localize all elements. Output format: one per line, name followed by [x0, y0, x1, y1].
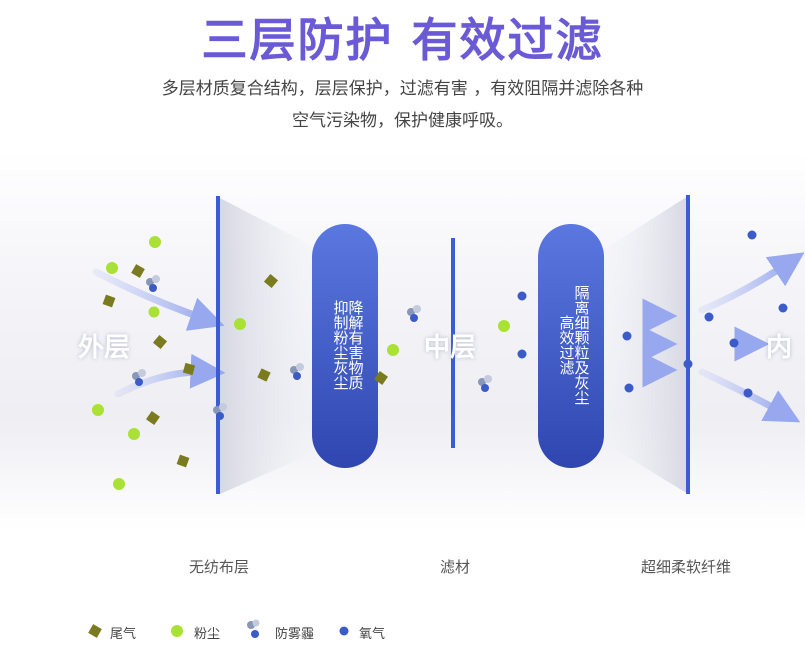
inner-zone-label: 内: [766, 333, 793, 363]
legend-dust-label: 粉尘: [194, 626, 221, 642]
description-line-1: 多层材质复合结构，层层保护，过滤有害 ，有效阻隔并滤除各种: [161, 79, 644, 99]
legend-oxygen-symbol: [339, 626, 349, 636]
fiber-layer-label: 超细柔软纤维: [640, 558, 732, 576]
legend-haze-symbol: [247, 619, 260, 638]
inner-filter-line: [686, 195, 690, 494]
page-title: 三层防护 有效过滤: [201, 13, 604, 67]
right-capsule: [538, 224, 604, 468]
legend-haze: 防雾霾: [275, 623, 315, 642]
oxygen-particles: [517, 230, 788, 398]
outer-zone-label: 外层: [78, 333, 131, 363]
legend-oxygen: 氧气: [359, 623, 386, 642]
filter-material-label: 滤材: [439, 558, 471, 576]
legend-haze-label: 防雾霾: [275, 626, 315, 642]
middle-filter-line: [451, 238, 455, 448]
legend-dust: 粉尘: [194, 623, 221, 642]
legend-exhaust-symbol: [88, 624, 102, 638]
legend-oxygen-label: 氧气: [359, 626, 386, 642]
left-capsule-label-2: 降解有害物质: [346, 300, 365, 390]
legend-exhaust: 尾气: [110, 623, 137, 642]
middle-zone-label: 中层: [424, 333, 477, 363]
legend-dust-symbol: [171, 625, 183, 637]
exhaust-particles: [102, 264, 388, 468]
right-capsule-label-2: 隔离细颗粒及灰尘: [572, 285, 591, 405]
left-capsule-label-1: 抑制粉尘灰尘: [331, 300, 350, 390]
legend-exhaust-label: 尾气: [110, 626, 137, 642]
description-line-2: 空气污染物，保护健康呼吸。: [292, 111, 513, 131]
right-capsule-label-1: 高效过滤: [557, 315, 576, 375]
outer-filter-line: [216, 196, 220, 494]
dust-particles: [92, 236, 510, 490]
left-capsule: [312, 224, 378, 468]
nonwoven-layer-label: 无纺布层: [188, 558, 250, 576]
haze-particles: [132, 275, 492, 420]
